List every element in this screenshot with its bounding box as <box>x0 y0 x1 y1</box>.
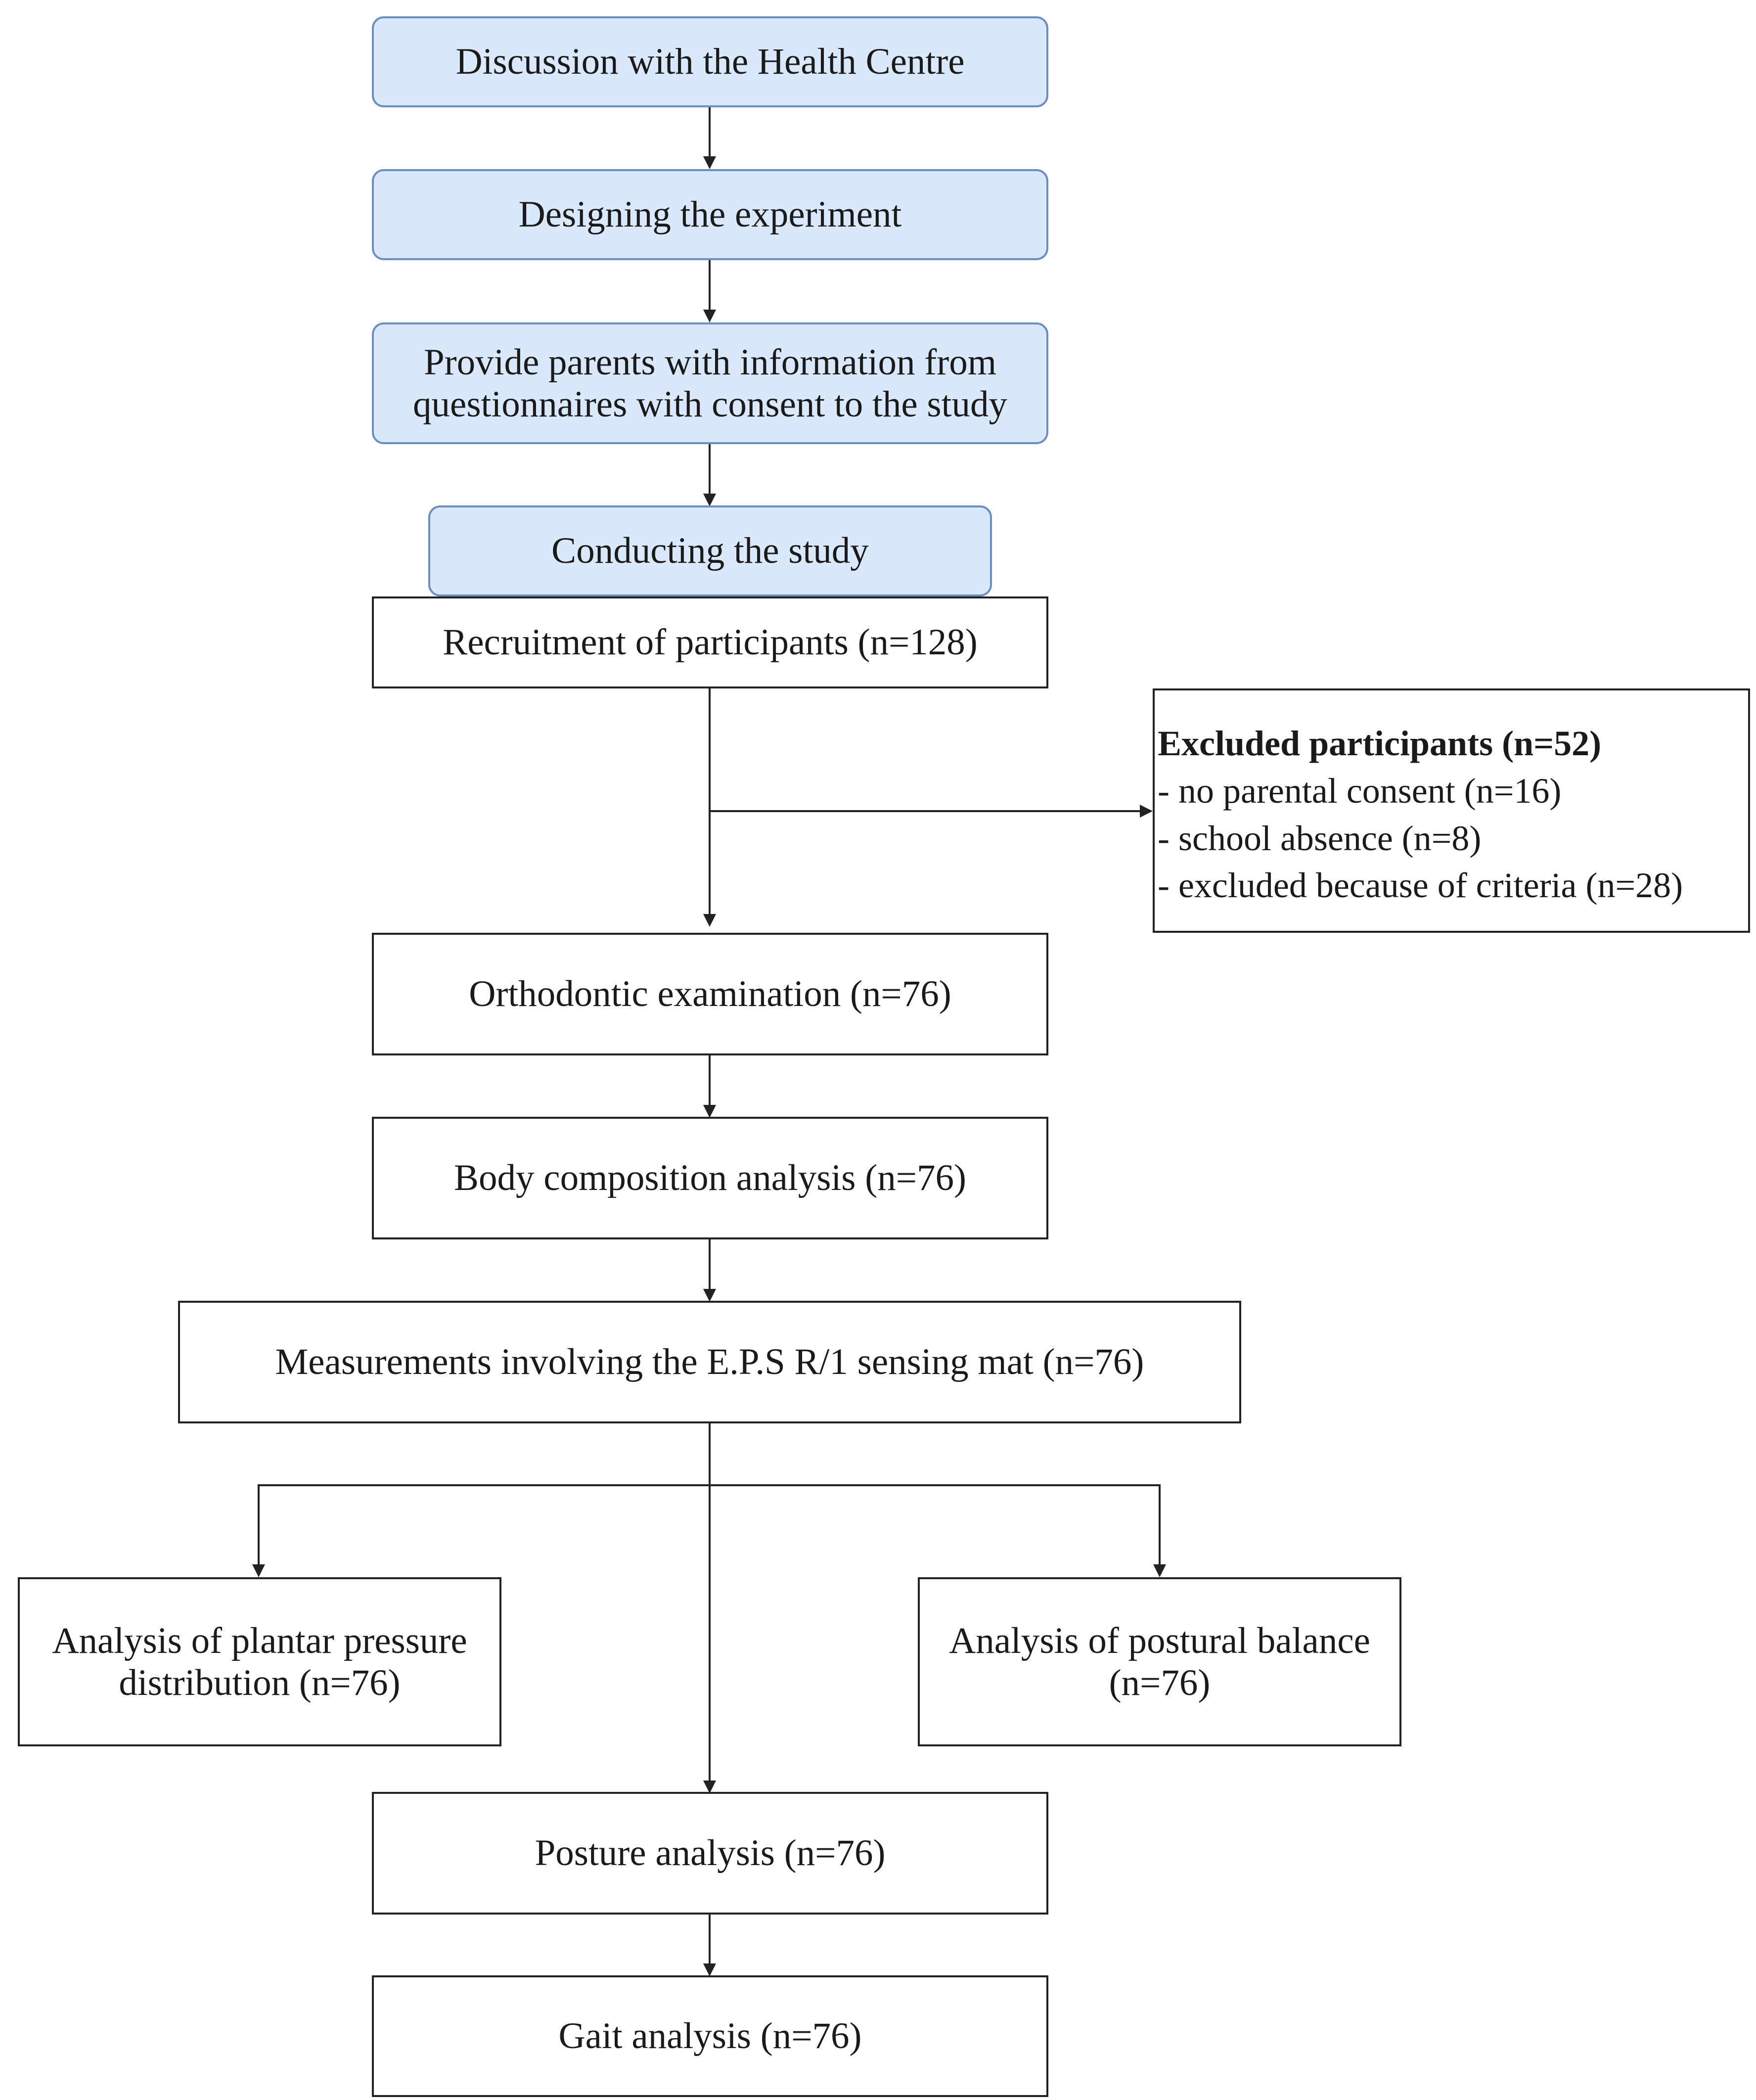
node-posture-analysis-label: Posture analysis (n=76) <box>535 1832 886 1874</box>
excluded-title: Excluded participants (n=52) <box>1158 724 1602 763</box>
node-body-composition-label: Body composition analysis (n=76) <box>454 1157 966 1199</box>
node-conducting-label: Conducting the study <box>551 530 869 572</box>
node-provide-information: Provide parents with information from qu… <box>372 322 1048 444</box>
node-recruitment: Recruitment of participants (n=128) <box>372 596 1048 688</box>
node-orthodontic-label: Orthodontic examination (n=76) <box>469 973 951 1015</box>
node-posture-analysis: Posture analysis (n=76) <box>372 1792 1048 1915</box>
node-postural-line1: Analysis of postural balance <box>949 1620 1370 1661</box>
node-postural-line2: (n=76) <box>1109 1662 1211 1703</box>
node-designing: Designing the experiment <box>372 169 1048 260</box>
node-discussion-label: Discussion with the Health Centre <box>455 41 965 83</box>
node-recruitment-label: Recruitment of participants (n=128) <box>443 622 978 663</box>
node-discussion: Discussion with the Health Centre <box>372 16 1048 107</box>
node-plantar-line1: Analysis of plantar pressure <box>52 1620 467 1661</box>
node-provide-line1: Provide parents with information from <box>423 341 997 383</box>
node-designing-label: Designing the experiment <box>518 194 902 235</box>
node-measurements: Measurements involving the E.P.S R/1 sen… <box>178 1301 1241 1423</box>
node-plantar-line2: distribution (n=76) <box>119 1662 401 1703</box>
arrowhead-provide <box>703 310 716 322</box>
arrowhead-measurements <box>703 1289 716 1302</box>
node-measurements-label: Measurements involving the E.P.S R/1 sen… <box>275 1341 1144 1383</box>
excluded-item-parental-consent: - no parental consent (n=16) <box>1158 771 1562 811</box>
arrowhead-postural <box>1153 1564 1166 1577</box>
arrowhead-orthodontic <box>703 914 716 927</box>
arrowhead-body <box>703 1105 716 1118</box>
arrowhead-designing <box>703 156 716 169</box>
node-postural-balance: Analysis of postural balance (n=76) <box>918 1577 1401 1746</box>
arrowhead-conducting <box>703 494 716 506</box>
node-plantar-pressure: Analysis of plantar pressure distributio… <box>18 1577 501 1746</box>
node-orthodontic: Orthodontic examination (n=76) <box>372 933 1048 1055</box>
arrowhead-excluded <box>1140 805 1153 818</box>
node-excluded: Excluded participants (n=52) - no parent… <box>1153 688 1750 933</box>
excluded-item-school-absence: - school absence (n=8) <box>1158 818 1482 858</box>
node-body-composition: Body composition analysis (n=76) <box>372 1117 1048 1239</box>
arrowhead-plantar <box>252 1564 265 1577</box>
arrow-to-postural <box>710 1484 1161 1575</box>
node-conducting: Conducting the study <box>428 505 992 596</box>
node-gait-analysis: Gait analysis (n=76) <box>372 1975 1048 2097</box>
node-provide-line2: questionnaires with consent to the study <box>413 384 1007 425</box>
node-gait-analysis-label: Gait analysis (n=76) <box>558 2015 862 2057</box>
arrow-to-plantar <box>258 1484 710 1575</box>
arrowhead-posture <box>703 1780 716 1793</box>
excluded-item-criteria: - excluded because of criteria (n=28) <box>1158 866 1683 906</box>
arrowhead-gait <box>703 1963 716 1976</box>
